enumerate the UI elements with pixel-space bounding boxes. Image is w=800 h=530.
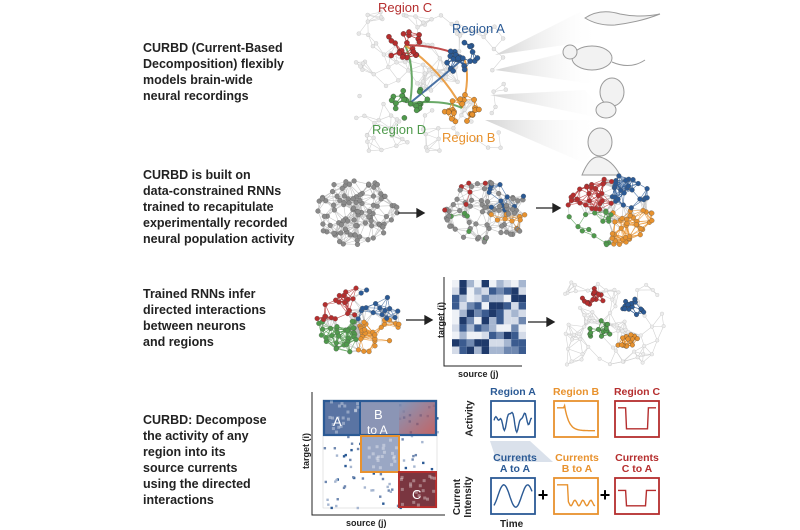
activity-axis-label: Activity (464, 400, 476, 437)
decomposition-matrix (322, 399, 439, 510)
big-source-label: source (j) (346, 518, 387, 528)
emphasis-shade (490, 441, 553, 462)
current-plots (490, 400, 660, 515)
label-region-c: Region C (378, 0, 433, 15)
block-c-label: C (412, 487, 422, 502)
isolated-regions (563, 280, 666, 367)
plot-region-a-title: Region A (490, 386, 536, 398)
flow-arrows (398, 202, 562, 328)
human-icon (581, 127, 621, 176)
mouse-icon (562, 44, 646, 71)
plus-sign-2: + (599, 485, 611, 505)
label-region-b: Region B (442, 130, 496, 145)
block-to-a-label: to A (367, 423, 388, 437)
rnn-trained (565, 173, 655, 248)
block-a-label: A (333, 414, 342, 429)
rnn-inferred (314, 285, 402, 355)
block-b-label: B (374, 407, 383, 422)
plot-region-c-title: Region C (613, 386, 661, 398)
mid-target-label: target (i) (436, 302, 446, 338)
rnn-partial (442, 179, 528, 245)
label-region-d: Region D (372, 122, 427, 137)
big-target-label: target (i) (301, 433, 311, 469)
mid-source-label: source (j) (458, 369, 499, 379)
monkey-icon (595, 77, 625, 119)
plot-region-b-title: Region B (552, 386, 600, 398)
zebrafish-icon (584, 11, 661, 26)
time-axis-label: Time (500, 519, 524, 530)
matrix-axes (311, 277, 522, 516)
label-region-a: Region A (452, 21, 505, 36)
plus-sign-1: + (537, 485, 549, 505)
brain-network (353, 9, 508, 153)
interaction-matrix (452, 280, 526, 354)
rnn-untrained (315, 178, 400, 247)
